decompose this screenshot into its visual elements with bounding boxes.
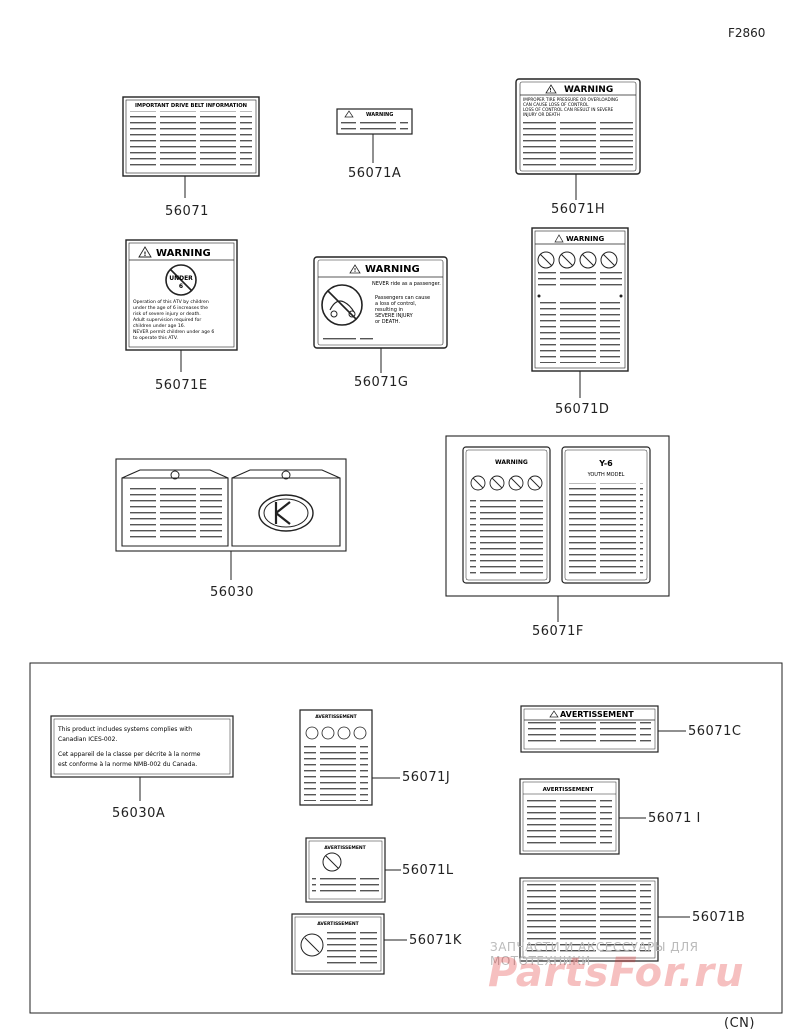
svg-text:YOUTH MODEL: YOUTH MODEL	[587, 472, 625, 478]
svg-text:a loss of control,: a loss of control,	[375, 301, 417, 307]
svg-text:to operate this ATV.: to operate this ATV.	[133, 335, 178, 341]
svg-text:resulting in: resulting in	[375, 307, 403, 313]
part-label-56071C: 56071C	[688, 724, 742, 739]
watermark-logo: PartsFor.ru	[488, 950, 745, 996]
decal-56071L: AVERTISSEMENT	[305, 837, 401, 903]
part-label-56071A: 56071A	[348, 166, 402, 181]
decal-56030A: This product includes systems complies w…	[50, 715, 234, 801]
decal-56030	[115, 458, 347, 580]
svg-text:Cet appareil de la classe per: Cet appareil de la classe per décrite à …	[58, 751, 201, 758]
decal-56071I-title: AVERTISSEMENT	[543, 787, 594, 793]
part-label-56071I: 56071 I	[648, 811, 701, 826]
decal-56071G: ! WARNING NEVER ride as a passenger. Pas…	[313, 256, 448, 373]
decal-56071F-title-right: Y-6	[598, 459, 613, 468]
svg-text:risk of severe injury or death: risk of severe injury or death.	[133, 311, 201, 317]
svg-text:or DEATH.: or DEATH.	[375, 319, 400, 325]
svg-text:under the age of 6 increases t: under the age of 6 increases the	[133, 305, 208, 311]
decal-56071-title: IMPORTANT DRIVE BELT INFORMATION	[135, 103, 247, 109]
svg-text:AVERTISSEMENT: AVERTISSEMENT	[315, 714, 357, 720]
part-label-56071K: 56071K	[409, 933, 462, 948]
svg-text:children under age 16.: children under age 16.	[133, 323, 185, 329]
decal-56071C: AVERTISSEMENT	[520, 705, 686, 753]
svg-text:IMPROPER TIRE PRESSURE OR OVER: IMPROPER TIRE PRESSURE OR OVERLOADING	[523, 97, 618, 102]
svg-text:This product includes systems: This product includes systems complies w…	[57, 726, 192, 733]
region-code: (CN)	[724, 1016, 755, 1031]
decal-56071H-title: WARNING	[564, 85, 613, 95]
decal-56071H: ! WARNING IMPROPER TIRE PRESSURE OR OVER…	[515, 78, 641, 200]
svg-text:INJURY OR DEATH: INJURY OR DEATH	[523, 112, 560, 117]
decal-56071: IMPORTANT DRIVE BELT INFORMATION	[122, 96, 260, 198]
svg-text:Adult supervision required for: Adult supervision required for	[133, 317, 201, 323]
decal-56071G-title: WARNING	[365, 264, 420, 275]
svg-text:Operation of this ATV by child: Operation of this ATV by children	[133, 299, 209, 305]
decal-56071A-title: WARNING	[366, 112, 393, 118]
decal-56071L-title: AVERTISSEMENT	[324, 845, 366, 851]
part-label-56071G: 56071G	[354, 375, 409, 390]
decal-56071B	[519, 877, 690, 962]
decal-56071D: WARNING	[531, 227, 629, 398]
decal-56071I: AVERTISSEMENT	[519, 778, 646, 855]
svg-text:Passengers can cause: Passengers can cause	[375, 295, 430, 301]
watermark-text: ЗАПЧАСТИ И АКСЕССУАРЫ ДЛЯ МОТОТЕХНИКИ	[490, 940, 699, 968]
svg-text:6: 6	[179, 283, 183, 290]
svg-text:!: !	[549, 88, 551, 94]
part-label-56071F: 56071F	[532, 624, 584, 639]
part-label-56071H: 56071H	[551, 202, 606, 217]
svg-text:LOSS OF CONTROL CAN RESULT IN: LOSS OF CONTROL CAN RESULT IN SEVERE	[523, 107, 614, 112]
decal-56071E: ! WARNING UNDER 6 Operation of this ATV …	[125, 239, 238, 372]
decal-56071F: WARNING Y-6 YOUTH MODEL	[445, 435, 670, 622]
figure-ref: F2860	[728, 26, 766, 40]
svg-text:!: !	[354, 268, 356, 274]
decal-56071D-title: WARNING	[566, 235, 605, 243]
part-label-56071D: 56071D	[555, 402, 610, 417]
part-label-56071J: 56071J	[402, 770, 451, 785]
svg-text:SEVERE INJURY: SEVERE INJURY	[375, 313, 414, 319]
svg-text:NEVER ride as a passenger.: NEVER ride as a passenger.	[372, 281, 441, 287]
decal-56071J: AVERTISSEMENT	[299, 709, 400, 806]
decal-56071K: AVERTISSEMENT	[291, 913, 407, 975]
cn-region-frame	[29, 662, 783, 1014]
part-label-56071L: 56071L	[402, 863, 454, 878]
part-label-56030: 56030	[210, 585, 254, 600]
part-label-56071: 56071	[165, 204, 209, 219]
svg-text:Canadian ICES-002.: Canadian ICES-002.	[58, 736, 117, 743]
part-label-56071E: 56071E	[155, 378, 208, 393]
svg-text:CAN CAUSE LOSS OF CONTROL: CAN CAUSE LOSS OF CONTROL	[523, 102, 589, 107]
decal-56071F-title-left: WARNING	[495, 459, 528, 466]
decal-56071K-title: AVERTISSEMENT	[317, 921, 359, 927]
part-label-56030A: 56030A	[112, 806, 166, 821]
svg-text:UNDER: UNDER	[169, 275, 193, 282]
decal-56071E-title: WARNING	[156, 248, 211, 259]
decal-56071A: WARNING	[336, 108, 413, 163]
svg-text:est conforme à la norme NMB-00: est conforme à la norme NMB-002 du Canad…	[58, 761, 197, 768]
part-label-56071B: 56071B	[692, 910, 746, 925]
decal-56071C-title: AVERTISSEMENT	[560, 710, 634, 719]
svg-text:!: !	[144, 251, 147, 258]
svg-text:NEVER permit children under ag: NEVER permit children under age 6	[133, 329, 214, 335]
